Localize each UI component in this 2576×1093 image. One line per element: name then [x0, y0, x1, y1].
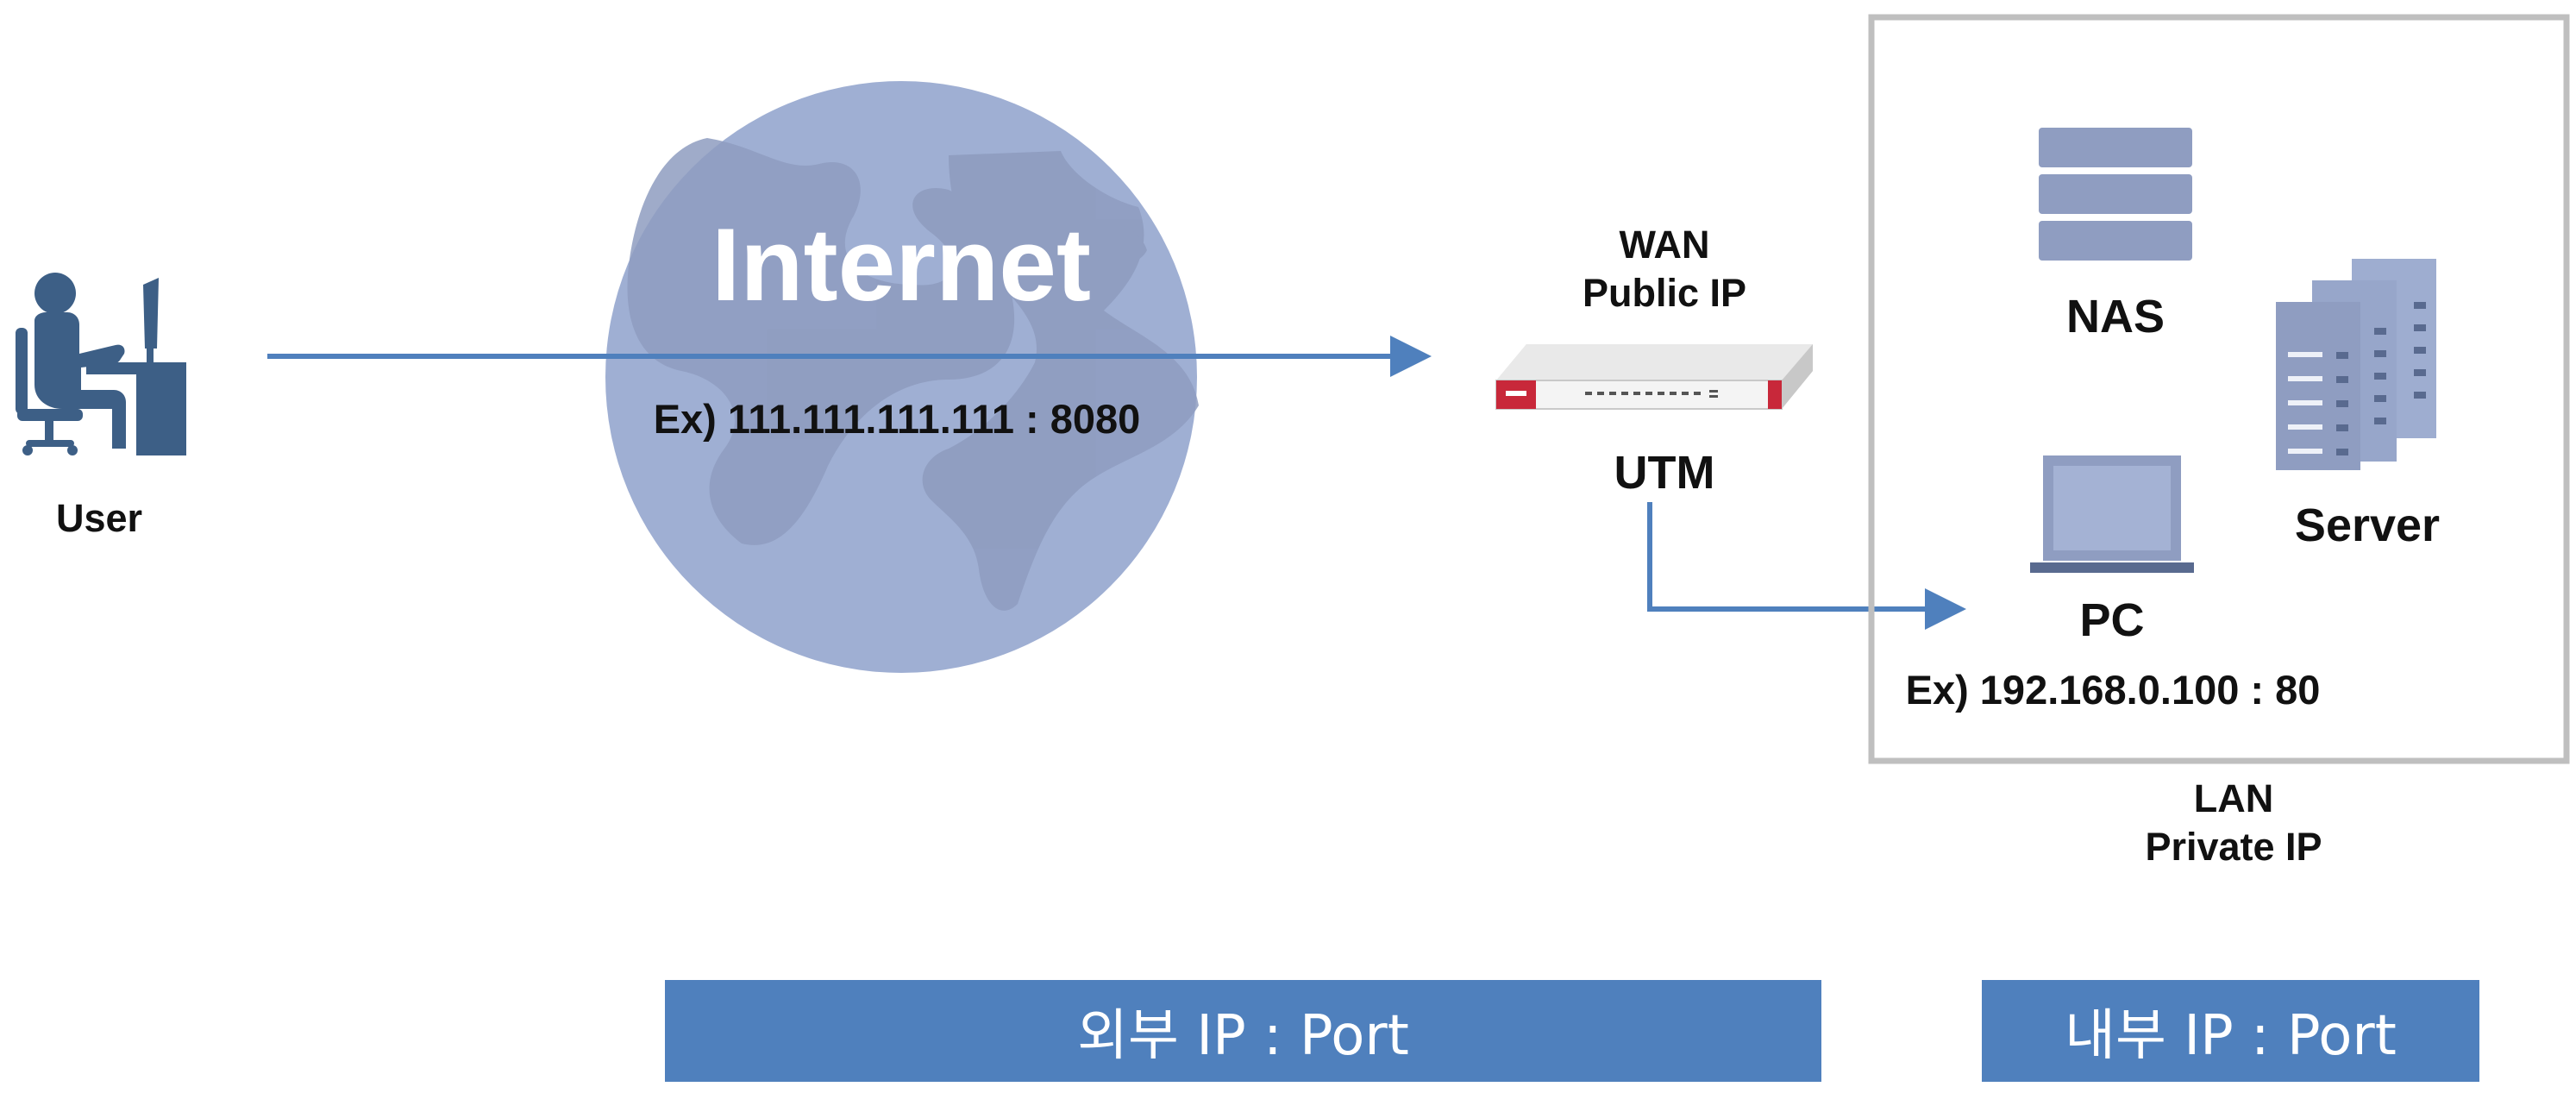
internet-example-address: Ex) 111.111.111.111 : 8080 — [653, 396, 1141, 442]
utm-label: UTM — [1614, 447, 1715, 499]
utm-device-icon — [1495, 344, 1813, 410]
globe-icon — [605, 81, 1199, 673]
pc-laptop-icon — [2030, 455, 2194, 573]
lan-box — [1868, 14, 2570, 764]
nas-label: NAS — [2065, 291, 2165, 342]
external-ip-port-bar: 외부 IP : Port — [665, 980, 1821, 1082]
user-at-desk-icon — [16, 273, 186, 455]
wan-label: WAN — [1619, 223, 1710, 267]
internal-ip-port-bar: 내부 IP : Port — [1982, 980, 2479, 1082]
lan-label: LAN — [2193, 776, 2274, 820]
server-icon — [2276, 259, 2436, 470]
utm-to-pc-arrow — [1647, 502, 1966, 630]
internet-label: Internet — [711, 207, 1092, 323]
public-ip-label: Public IP — [1582, 271, 1747, 315]
user-label: User — [55, 496, 143, 540]
pc-label: PC — [2079, 594, 2145, 646]
nas-icon — [2039, 128, 2192, 261]
private-ip-label: Private IP — [2145, 825, 2322, 869]
lan-example-address: Ex) 192.168.0.100 : 80 — [1905, 667, 2321, 713]
server-label: Server — [2294, 499, 2441, 551]
